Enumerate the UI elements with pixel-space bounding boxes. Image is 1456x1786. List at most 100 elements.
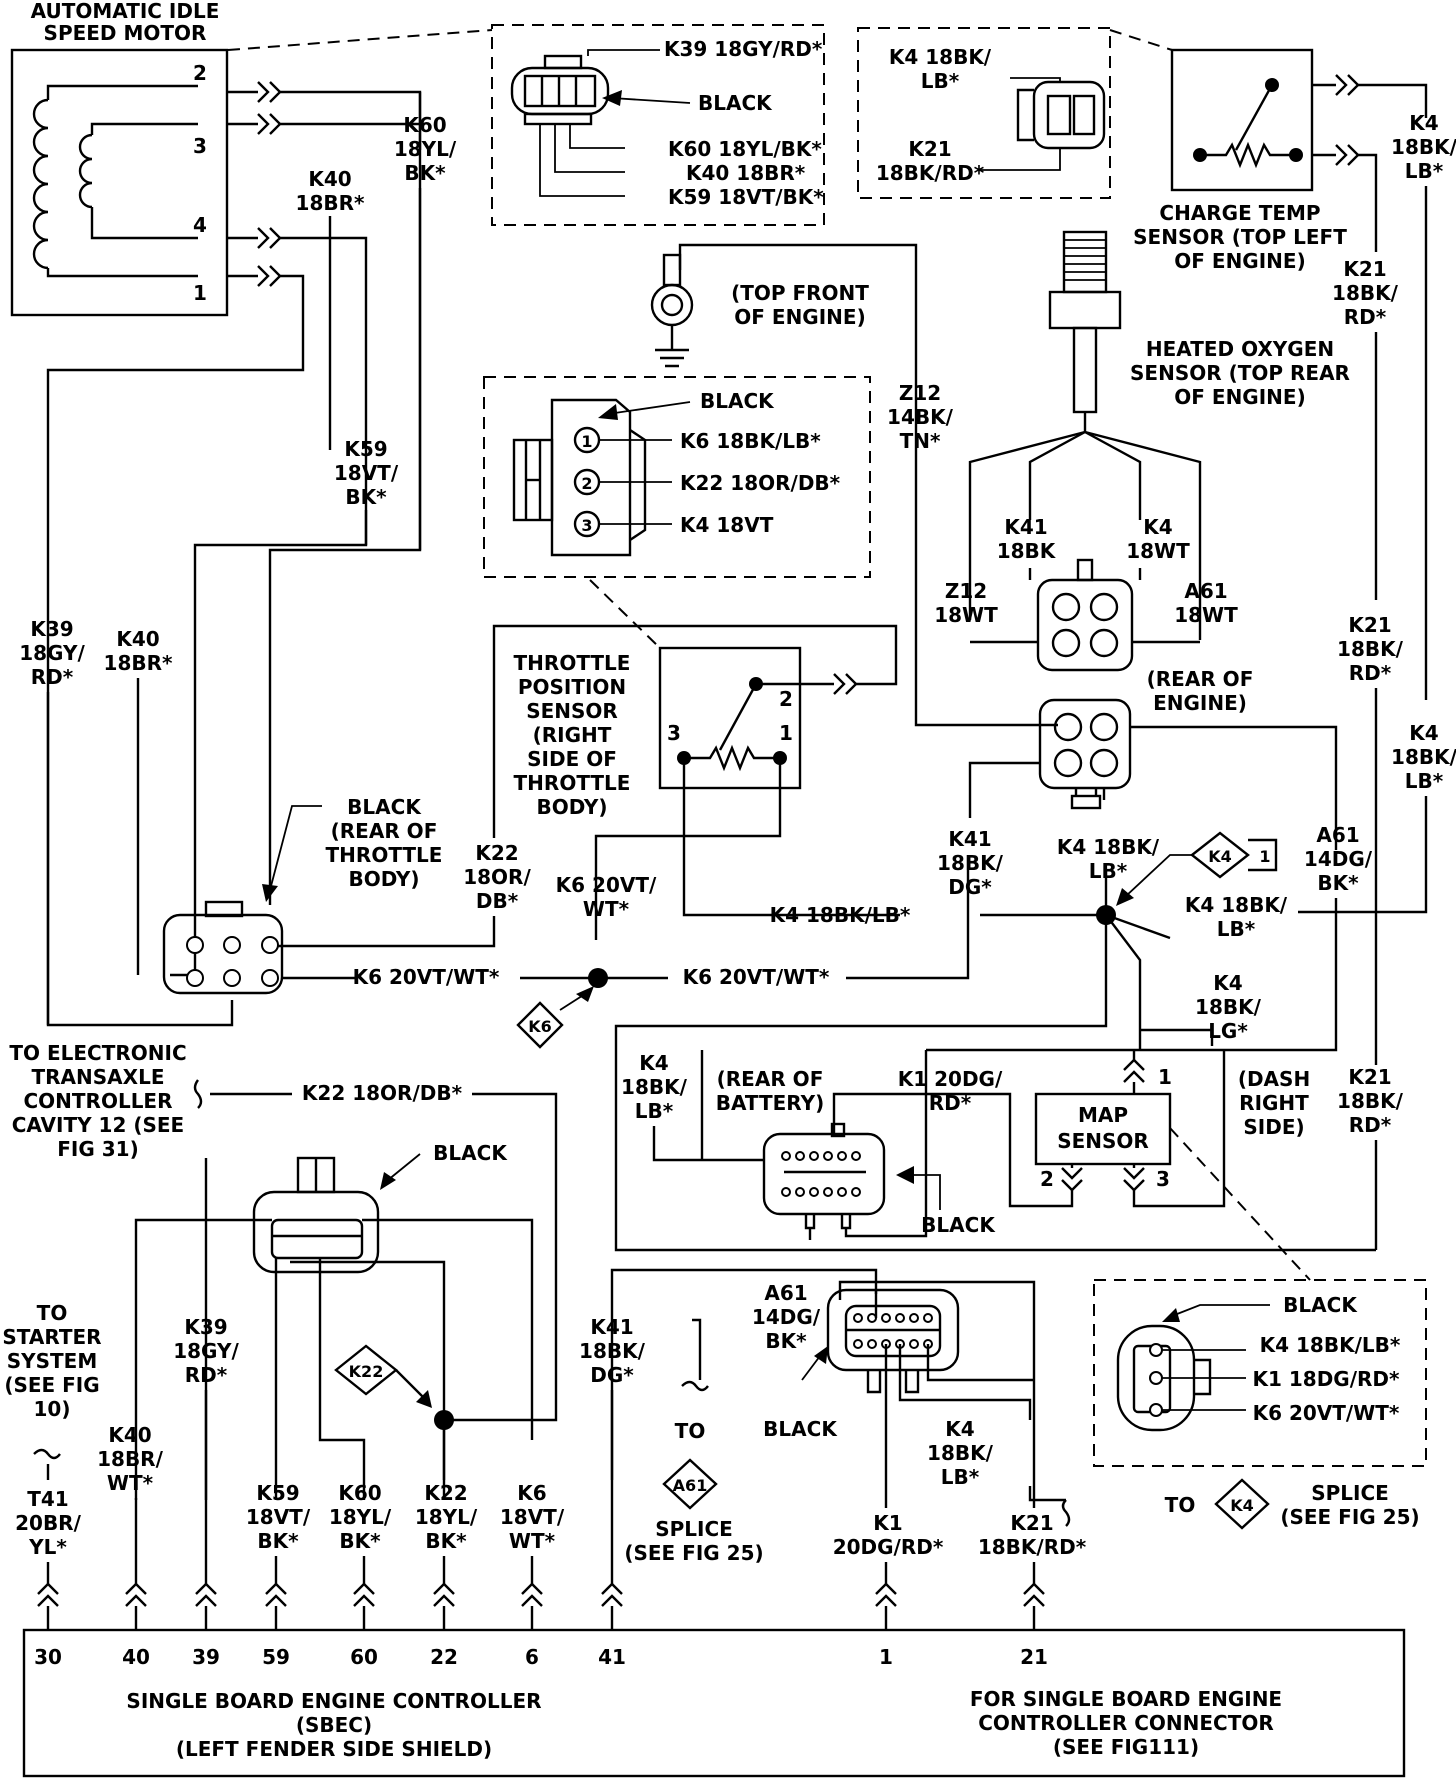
bottom-a61-splice-a: SPLICE <box>655 1517 733 1541</box>
wires-k39-b: 18GY/ <box>19 641 85 665</box>
map-conn-k1: K1 18DG/RD* <box>1253 1367 1401 1391</box>
rear-engine-connector: (REAR OF ENGINE) <box>968 667 1338 850</box>
sbec-p22: 22 <box>430 1645 458 1669</box>
sbec-l1: SINGLE BOARD ENGINE CONTROLLER <box>126 1689 541 1713</box>
splices-k4: K4 <box>1208 847 1232 866</box>
bottom-k60-c: BK* <box>339 1529 381 1553</box>
o2-line1: HEATED OXYGEN <box>1146 337 1334 361</box>
splices-k22: K22 <box>349 1362 384 1381</box>
splices-k6: K6 <box>528 1017 552 1036</box>
bottom-k21-a: K21 <box>1010 1511 1053 1535</box>
wires-k21b-a: K21 <box>1348 1065 1391 1089</box>
starter-l4: (SEE FIG <box>4 1373 99 1397</box>
wires-k21r-a: K21 <box>1343 257 1386 281</box>
wires-k4r-c: LB* <box>1405 159 1444 183</box>
battery-l1: (REAR OF <box>717 1067 824 1091</box>
map-p3: 3 <box>1156 1167 1170 1191</box>
wires-k6v-a: K6 20VT/ <box>556 873 657 897</box>
wires-k21r-c: RD* <box>1344 305 1387 329</box>
lower-conn-k4-a: K4 <box>945 1417 974 1441</box>
wires-k4rr-b: LB* <box>1217 917 1256 941</box>
wires-k4lg-a: K4 <box>1213 971 1242 995</box>
sbec-p1: 1 <box>879 1645 893 1669</box>
map-l1: MAP <box>1078 1103 1128 1127</box>
wires-k4r-a: K4 <box>1409 111 1438 135</box>
k4-splice-bottom: TO K4 SPLICE (SEE FIG 25) <box>1061 1478 1420 1530</box>
throttle-conn-l2: (REAR OF <box>331 819 438 843</box>
o2-z12-b: 18WT <box>934 603 998 627</box>
wires-k4c-a: K4 18BK/ <box>1057 835 1160 859</box>
bottom-k6-a: K6 <box>517 1481 546 1505</box>
motor-title: AUTOMATIC IDLE <box>31 0 220 23</box>
tps-l6: THROTTLE <box>514 771 631 795</box>
sbec-r1: FOR SINGLE BOARD ENGINE <box>970 1687 1282 1711</box>
lower-conn-color: BLACK <box>763 1417 838 1441</box>
throttle-position-sensor: THROTTLE POSITION SENSOR (RIGHT SIDE OF … <box>514 646 858 819</box>
ground-symbol: (TOP FRONT OF ENGINE) <box>650 243 1058 727</box>
bottom-k59-b: 18VT/ <box>246 1505 311 1529</box>
o2-k41-b: 18BK <box>997 539 1057 563</box>
sbec-p41: 41 <box>598 1645 626 1669</box>
charge-sensor-line3: OF ENGINE) <box>1174 249 1305 273</box>
sbec-r2: CONTROLLER CONNECTOR <box>978 1711 1274 1735</box>
tps-l2: POSITION <box>518 675 626 699</box>
starter-l2: STARTER <box>2 1325 101 1349</box>
o2-z12-a: Z12 <box>945 579 987 603</box>
wires-k59-c: BK* <box>345 485 387 509</box>
tps-conn-p2: 2 <box>581 474 592 493</box>
wires-k22h: K22 18OR/DB* <box>302 1081 463 1105</box>
sbec-p39: 39 <box>192 1645 220 1669</box>
wires-k40-b: 18BR* <box>296 191 365 215</box>
wires-k4m-a: K4 <box>1409 721 1438 745</box>
map-sensor: 1 MAP SENSOR 2 3 (DASH RIGHT SIDE) <box>990 1050 1310 1208</box>
bottom-k6-b: 18VT/ <box>500 1505 565 1529</box>
bottom-k59-c: BK* <box>257 1529 299 1553</box>
wires-a61-a: A61 <box>1316 823 1359 847</box>
wires-z12-b: 14BK/ <box>887 405 954 429</box>
wires-k21m-b: 18BK/ <box>1337 637 1404 661</box>
tps-l3: SENSOR <box>526 699 618 723</box>
motor-title-2: SPEED MOTOR <box>44 21 207 45</box>
oxygen-sensor: HEATED OXYGEN SENSOR (TOP REAR OF ENGINE… <box>934 230 1350 672</box>
starter-l3: SYSTEM <box>7 1349 98 1373</box>
bottom-k4-splice-b: (SEE FIG 25) <box>1280 1505 1419 1529</box>
charge-conn-k4-l2: LB* <box>921 69 960 93</box>
battery-l2: BATTERY) <box>716 1091 825 1115</box>
etc-label: TO ELECTRONIC TRANSAXLE CONTROLLER CAVIT… <box>9 1041 203 1161</box>
bottom-k40-a: K40 <box>108 1423 151 1447</box>
wires-k21m-a: K21 <box>1348 613 1391 637</box>
mid-conn-color: BLACK <box>433 1141 508 1165</box>
lower-conn-a61-b: 14DG/ <box>752 1305 821 1329</box>
tps-conn-k4: K4 18VT <box>680 513 774 537</box>
top-k60: K60 18YL/BK* <box>668 137 822 161</box>
sbec-p6: 6 <box>525 1645 539 1669</box>
motor-pin-1: 1 <box>193 281 207 305</box>
tps-conn-k6: K6 18BK/LB* <box>680 429 821 453</box>
o2-rear-b: ENGINE) <box>1153 691 1247 715</box>
ground-line1: (TOP FRONT <box>731 281 869 305</box>
top-k59: K59 18VT/BK* <box>668 185 824 209</box>
splices-k4b: K4 <box>1230 1496 1254 1515</box>
bottom-to-k4: TO <box>1165 1493 1196 1517</box>
tps-conn-k22: K22 18OR/DB* <box>680 471 841 495</box>
wires-a61-b: 14DG/ <box>1304 847 1373 871</box>
throttle-body-connector: BLACK (REAR OF THROTTLE BODY) <box>162 795 442 995</box>
wires-k1-a: K1 20DG/ <box>898 1067 1003 1091</box>
bottom-k41-a: K41 <box>590 1315 633 1339</box>
etc-l5: FIG 31) <box>57 1137 138 1161</box>
a61-to-label: TO A61 SPLICE (SEE FIG 25) <box>624 1318 764 1565</box>
motor-pin-3: 3 <box>193 134 207 158</box>
wires-k40l-b: 18BR* <box>104 651 173 675</box>
map-dash3: SIDE) <box>1243 1115 1304 1139</box>
wires-a61-c: BK* <box>1317 871 1359 895</box>
bottom-t41-b: 20BR/ <box>15 1511 81 1535</box>
wires-k4m-b: 18BK/ <box>1391 745 1456 769</box>
top-color: BLACK <box>698 91 773 115</box>
bottom-k39-b: 18GY/ <box>173 1339 239 1363</box>
wires-k22-b: 18OR/ <box>463 865 531 889</box>
motor-pin-2: 2 <box>193 61 207 85</box>
sbec-p30: 30 <box>34 1645 62 1669</box>
tps-conn-p1: 1 <box>581 432 592 451</box>
bottom-k22-c: BK* <box>425 1529 467 1553</box>
